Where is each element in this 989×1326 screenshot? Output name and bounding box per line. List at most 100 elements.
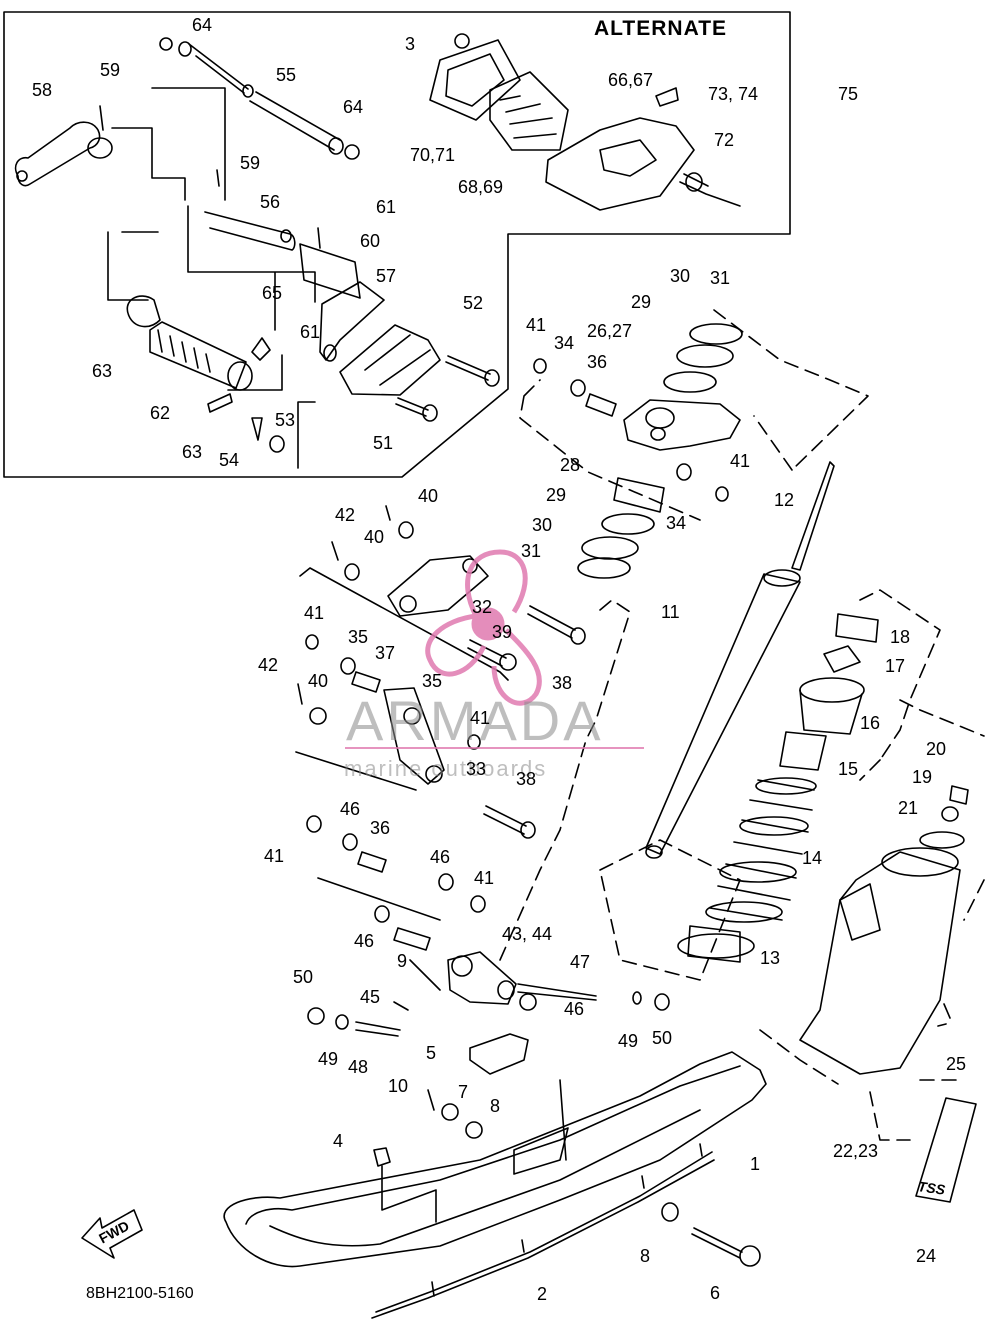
callout-28: 28 (560, 455, 581, 475)
drawing-code: 8BH2100-5160 (86, 1285, 194, 1302)
callout-59: 59 (100, 60, 121, 80)
callout-48: 48 (348, 1057, 369, 1077)
callout-64: 64 (192, 15, 213, 35)
callout-46: 46 (430, 847, 451, 867)
callout-30: 30 (670, 266, 691, 286)
callout-41: 41 (526, 315, 547, 335)
callout-45: 45 (360, 987, 381, 1007)
callout-72: 72 (714, 130, 735, 150)
callout-24: 24 (916, 1246, 937, 1266)
callout-42: 42 (335, 505, 356, 525)
callout-51: 51 (373, 433, 394, 453)
callout-15: 15 (838, 759, 859, 779)
callout-33: 33 (466, 759, 487, 779)
callout-9: 9 (397, 951, 408, 971)
callout-41: 41 (264, 846, 285, 866)
callout-10: 10 (388, 1076, 409, 1096)
callout-4: 4 (333, 1131, 344, 1151)
callout-34: 34 (666, 513, 687, 533)
callout-41: 41 (470, 708, 491, 728)
callout-47: 47 (570, 952, 591, 972)
callout-34: 34 (554, 333, 575, 353)
callout-49: 49 (318, 1049, 339, 1069)
callout-63: 63 (182, 442, 203, 462)
callout-13: 13 (760, 948, 781, 968)
callout-66-67: 66,67 (608, 70, 654, 90)
watermark-subtitle: marine outboards (344, 756, 548, 781)
callout-68-69: 68,69 (458, 177, 504, 197)
callout-42: 42 (258, 655, 279, 675)
callout-63: 63 (92, 361, 113, 381)
callout-31: 31 (521, 541, 542, 561)
watermark-title: ARMADA (346, 689, 604, 752)
fwd-arrow (81, 1209, 143, 1259)
callout-41: 41 (304, 603, 325, 623)
callout-54: 54 (219, 450, 240, 470)
callout-61: 61 (376, 197, 397, 217)
callout-1: 1 (750, 1154, 761, 1174)
callout-8: 8 (490, 1096, 501, 1116)
callout-8: 8 (640, 1246, 651, 1266)
callout-32: 32 (472, 597, 493, 617)
callout-55: 55 (276, 65, 297, 85)
callout-64: 64 (343, 97, 364, 117)
callout-43-44: 43, 44 (502, 924, 553, 944)
callout-41: 41 (730, 451, 751, 471)
callout-46: 46 (354, 931, 375, 951)
callout-46: 46 (340, 799, 361, 819)
callout-40: 40 (308, 671, 329, 691)
callout-57: 57 (376, 266, 397, 286)
callout-17: 17 (885, 656, 906, 676)
callout-62: 62 (150, 403, 171, 423)
leader-lines (107, 87, 316, 469)
callout-52: 52 (463, 293, 484, 313)
alternate-box-outline (3, 11, 791, 478)
callout-37: 37 (375, 643, 396, 663)
callout-59: 59 (240, 153, 261, 173)
callout-61: 61 (300, 322, 321, 342)
callout-14: 14 (802, 848, 823, 868)
alternate-label: ALTERNATE (594, 17, 728, 40)
callout-3: 3 (405, 34, 416, 54)
callout-18: 18 (890, 627, 911, 647)
callout-36: 36 (370, 818, 391, 838)
callout-20: 20 (926, 739, 947, 759)
callout-30: 30 (532, 515, 553, 535)
callout-36: 36 (587, 352, 608, 372)
callout-50: 50 (293, 967, 314, 987)
callout-58: 58 (32, 80, 53, 100)
callout-38: 38 (516, 769, 537, 789)
callout-38: 38 (552, 673, 573, 693)
callout-11: 11 (661, 602, 680, 622)
callout-2: 2 (537, 1284, 548, 1304)
callout-53: 53 (275, 410, 296, 430)
callout-40: 40 (418, 486, 439, 506)
callout-19: 19 (912, 767, 933, 787)
callout-60: 60 (360, 231, 381, 251)
callout-25: 25 (946, 1054, 967, 1074)
watermark-logo (425, 549, 542, 706)
callout-16: 16 (860, 713, 881, 733)
callout-29: 29 (546, 485, 567, 505)
callout-35: 35 (348, 627, 369, 647)
callout-46: 46 (564, 999, 585, 1019)
callout-75: 75 (838, 84, 859, 104)
callout-21: 21 (898, 798, 919, 818)
callout-5: 5 (426, 1043, 437, 1063)
callout-29: 29 (631, 292, 652, 312)
callout-41: 41 (474, 868, 495, 888)
callout-73-74: 73, 74 (708, 84, 759, 104)
callout-35: 35 (422, 671, 443, 691)
callout-70-71: 70,71 (410, 145, 456, 165)
callout-7: 7 (458, 1082, 469, 1102)
callout-56: 56 (260, 192, 281, 212)
callout-65: 65 (262, 283, 283, 303)
callout-49: 49 (618, 1031, 639, 1051)
callout-39: 39 (492, 622, 513, 642)
callout-31: 31 (710, 268, 731, 288)
callout-50: 50 (652, 1028, 673, 1048)
callout-22-23: 22,23 (833, 1141, 879, 1161)
callout-26-27: 26,27 (587, 321, 633, 341)
